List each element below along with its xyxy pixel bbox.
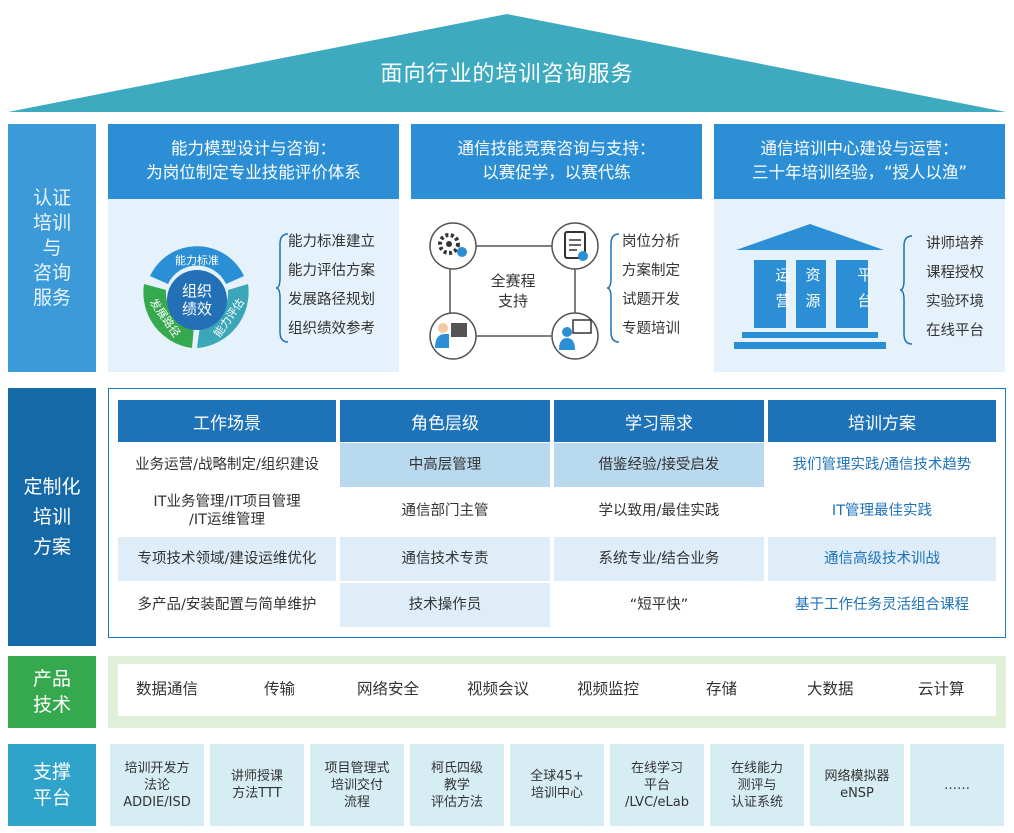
service-card-ability-model: 能力模型设计与咨询： 为岗位制定专业技能评价体系 组织 绩效 能力标准 能力评估… (108, 124, 399, 372)
table-cell: 通信技术专责 (340, 537, 550, 581)
presenter-icon (551, 312, 599, 360)
roof-title: 面向行业的培训咨询服务 (380, 62, 634, 87)
table-header-role: 角色层级 (340, 400, 550, 442)
list-item: 课程授权 (926, 265, 984, 281)
product-item: 网络安全 (357, 680, 420, 698)
table-cell: 通信高级技术训战 (768, 537, 996, 581)
competition-center-line2: 支持 (498, 292, 528, 310)
table-header-need: 学习需求 (554, 400, 764, 442)
brace-icon (607, 233, 620, 343)
support-item: 在线能力 测评与 认证系统 (710, 744, 804, 826)
cycle-diagram: 组织 绩效 能力标准 能力评估 发展路径 (143, 246, 249, 348)
building-icon (734, 224, 886, 349)
computer-user-icon (429, 312, 477, 360)
table-cell: IT管理最佳实践 (768, 489, 996, 533)
card-heading: 通信培训中心建设与运营： 三十年培训经验，“授人以渔” (714, 124, 1005, 199)
table-cell: 借鉴经验/接受启发 (554, 443, 764, 487)
service-card-training-center: 通信培训中心建设与运营： 三十年培训经验，“授人以渔” 运 营 资 源 平 台 … (714, 124, 1005, 372)
table-header-plan: 培训方案 (768, 400, 996, 442)
table-cell: 通信部门主管 (340, 489, 550, 533)
table-cell: 业务运营/战略制定/组织建设 (118, 443, 336, 487)
clipboard-icon (551, 222, 599, 270)
card-heading: 通信技能竞赛咨询与支持： 以赛促学，以赛代练 (411, 124, 702, 199)
list-item: 实验环境 (926, 294, 984, 310)
gear-icon (429, 222, 477, 270)
pillar-label: 资 源 (805, 266, 821, 310)
list-item: 能力标准建立 (288, 234, 375, 250)
table-cell: “短平快” (554, 583, 764, 627)
section-label-support: 支撑 平台 (8, 744, 96, 826)
roof-shape (8, 14, 1006, 112)
cycle-center-line1: 组织 (182, 282, 212, 300)
card-1-list: 能力标准建立 能力评估方案 发展路径规划 组织绩效参考 (288, 228, 375, 344)
pillar-label: 平 台 (857, 266, 873, 310)
support-item: 培训开发方 法论 ADDIE/ISD (110, 744, 204, 826)
table-cell: 中高层管理 (340, 443, 550, 487)
table-cell: 多产品/安装配置与简单维护 (118, 583, 336, 627)
table-cell: 学以致用/最佳实践 (554, 489, 764, 533)
product-item: 存储 (706, 680, 738, 698)
competition-diagram: 全赛程 支持 (429, 222, 599, 360)
list-item: 讲师培养 (926, 236, 984, 252)
table-cell: IT业务管理/IT项目管理 /IT运维管理 (118, 489, 336, 533)
table-cell: 专项技术领域/建设运维优化 (118, 537, 336, 581)
list-item: 能力评估方案 (288, 263, 375, 279)
brace-icon (900, 235, 913, 345)
list-item: 专题培训 (622, 321, 680, 337)
product-item: 云计算 (918, 680, 965, 698)
support-item: 讲师授课 方法TTT (210, 744, 304, 826)
table-header-scene: 工作场景 (118, 400, 336, 442)
product-item: 视频会议 (467, 680, 530, 698)
table-cell: 技术操作员 (340, 583, 550, 627)
pillar-label: 运 营 (775, 266, 791, 310)
cycle-center-line2: 绩效 (182, 300, 212, 318)
product-item: 数据通信 (136, 680, 199, 698)
section-label-custom: 定制化 培训 方案 (8, 388, 96, 646)
card-2-list: 岗位分析 方案制定 试题开发 专题培训 (622, 228, 680, 344)
support-item: 柯氏四级 教学 评估方法 (410, 744, 504, 826)
support-item: 项目管理式 培训交付 流程 (310, 744, 404, 826)
product-tech-inner (118, 664, 996, 716)
support-item: 网络模拟器 eNSP (810, 744, 904, 826)
support-item: …… (910, 744, 1004, 826)
table-cell: 系统专业/结合业务 (554, 537, 764, 581)
list-item: 试题开发 (622, 292, 680, 308)
list-item: 组织绩效参考 (288, 321, 375, 337)
product-item: 大数据 (807, 680, 854, 698)
product-item: 视频监控 (577, 680, 640, 698)
support-item: 全球45+ 培训中心 (510, 744, 604, 826)
list-item: 发展路径规划 (288, 292, 375, 308)
product-item: 传输 (264, 680, 296, 698)
table-cell: 我们管理实践/通信技术趋势 (768, 443, 996, 487)
service-card-competition: 通信技能竞赛咨询与支持： 以赛促学，以赛代练 (411, 124, 702, 372)
competition-center-line1: 全赛程 (490, 272, 535, 290)
list-item: 岗位分析 (622, 234, 680, 250)
cycle-label-top: 能力标准 (175, 253, 219, 267)
section-label-cert: 认证 培训 与 咨询 服务 (8, 124, 96, 372)
brace-icon (276, 233, 289, 343)
cycle-center-circle (167, 270, 227, 330)
table-cell: 基于工作任务灵活组合课程 (768, 583, 996, 627)
list-item: 方案制定 (622, 263, 680, 279)
support-item: 在线学习 平台 /LVC/eLab (610, 744, 704, 826)
card-heading: 能力模型设计与咨询： 为岗位制定专业技能评价体系 (108, 124, 399, 199)
list-item: 在线平台 (926, 323, 984, 339)
card-3-list: 讲师培养 课程授权 实验环境 在线平台 (926, 230, 984, 346)
section-label-product: 产品 技术 (8, 656, 96, 728)
